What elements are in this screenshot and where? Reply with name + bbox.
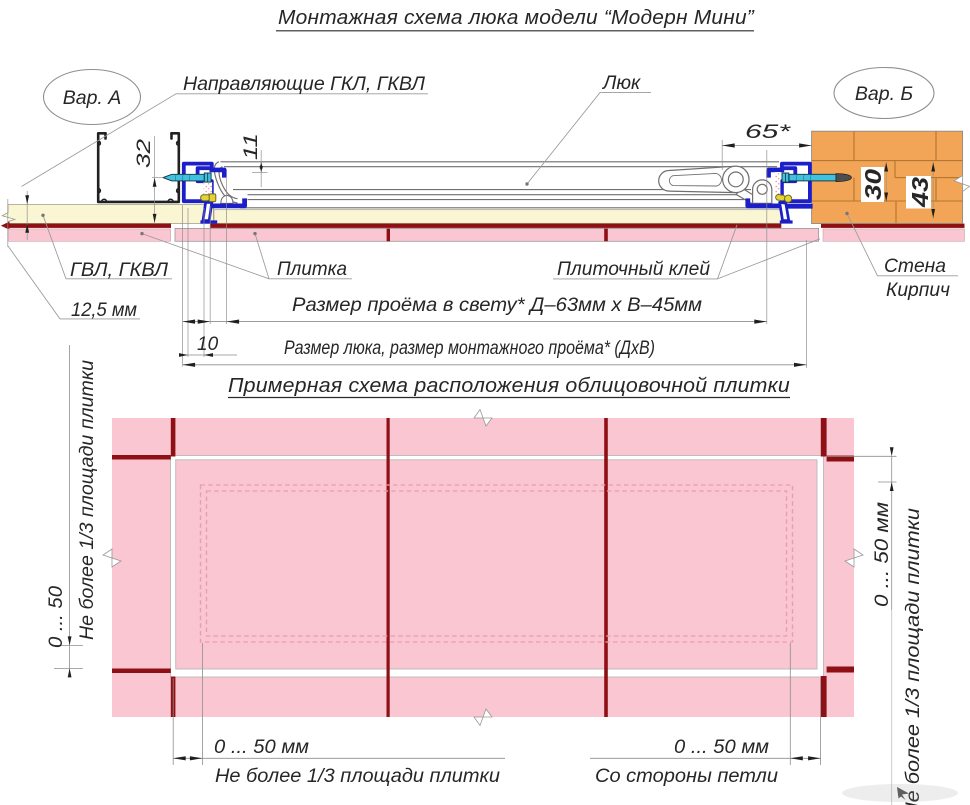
tile-layer <box>7 227 965 242</box>
variant-b-bubble <box>833 66 935 120</box>
dim-clear-opening: Размер проёма в свету* Д–63мм х В–45мм <box>292 295 702 316</box>
plan-dimensions <box>54 345 897 805</box>
hatch-gap-outer-line <box>170 455 824 678</box>
variant-a-label: Вар. А <box>63 87 122 109</box>
plan-title: Примерная схема расположения облицовочно… <box>228 374 790 397</box>
dim-32: 32 <box>134 138 155 168</box>
hinge-bracket-hole <box>756 183 768 195</box>
overlap-zone-dashed <box>199 484 794 643</box>
seal-speckle-right <box>774 172 781 197</box>
hatch-label: Люк <box>601 72 641 94</box>
plan-right-dim: 0 ... 50 мм <box>872 502 893 607</box>
plan-left-note: Не более 1/3 площади плитки <box>77 360 98 640</box>
plan-bottom-left-dim: 0 ... 50 мм <box>214 737 309 758</box>
plan-left-dim: 0 ... 50 <box>46 586 67 648</box>
dim-30: 30 <box>860 169 886 200</box>
screw-right <box>781 172 852 183</box>
lock-pin-left <box>200 193 217 203</box>
gvl-label: ГВЛ, ГКВЛ <box>70 259 169 281</box>
hinge-pivot-inner <box>727 171 744 188</box>
hatch-gap-inner-line <box>175 459 818 670</box>
dim-11: 11 <box>241 133 262 160</box>
variant-a-bubble <box>42 68 142 126</box>
wall-label-1: Стена <box>884 255 946 277</box>
guides-label: Направляющие ГКЛ, ГКВЛ <box>183 73 426 95</box>
lock-pin-right <box>775 194 793 203</box>
dim-hatch-size: Размер люка, размер монтажного проёма* (… <box>284 338 655 359</box>
screw-left <box>161 172 212 183</box>
main-title: Монтажная схема люка модели “Модерн Мини… <box>278 6 755 29</box>
tile-layout-plan: Примерная схема расположения облицовочно… <box>46 345 924 805</box>
gvl-board-door <box>213 209 782 224</box>
watermark <box>842 784 958 802</box>
tiled-area <box>112 418 854 717</box>
dim-30-box <box>861 167 884 202</box>
plan-right-note: Не более 1/3 площади плитки <box>903 508 924 805</box>
screw-tip-in-wall <box>835 173 852 182</box>
seal-speckle-left <box>203 181 213 195</box>
gvl-thickness-label: 12,5 мм <box>71 299 137 321</box>
hinge-mechanism <box>658 165 773 205</box>
plan-break-marks <box>102 408 864 727</box>
dim-10: 10 <box>197 334 219 355</box>
plan-bottom-left-note: Не более 1/3 площади плитки <box>215 766 500 787</box>
plan-bottom-right-dim: 0 ... 50 мм <box>674 737 769 758</box>
brick-joints <box>811 131 963 224</box>
leader-lines <box>7 92 958 320</box>
cross-section: Монтажная схема люка модели “Модерн Мини… <box>0 6 970 368</box>
leader-dots <box>41 182 849 236</box>
plan-bottom-right-note: Со стороны петли <box>595 766 778 787</box>
wall-label-2: Кирпич <box>886 279 950 301</box>
tile-adhesive-layer <box>0 221 965 230</box>
dim-65: 65* <box>745 122 791 143</box>
glue-label: Плиточный клей <box>557 258 710 280</box>
tile-label: Плитка <box>277 258 347 280</box>
dim-43: 43 <box>907 177 933 208</box>
dim-43-box <box>906 176 931 209</box>
variant-b-label: Вар. Б <box>855 83 914 105</box>
gvl-board-wall <box>1 204 214 224</box>
